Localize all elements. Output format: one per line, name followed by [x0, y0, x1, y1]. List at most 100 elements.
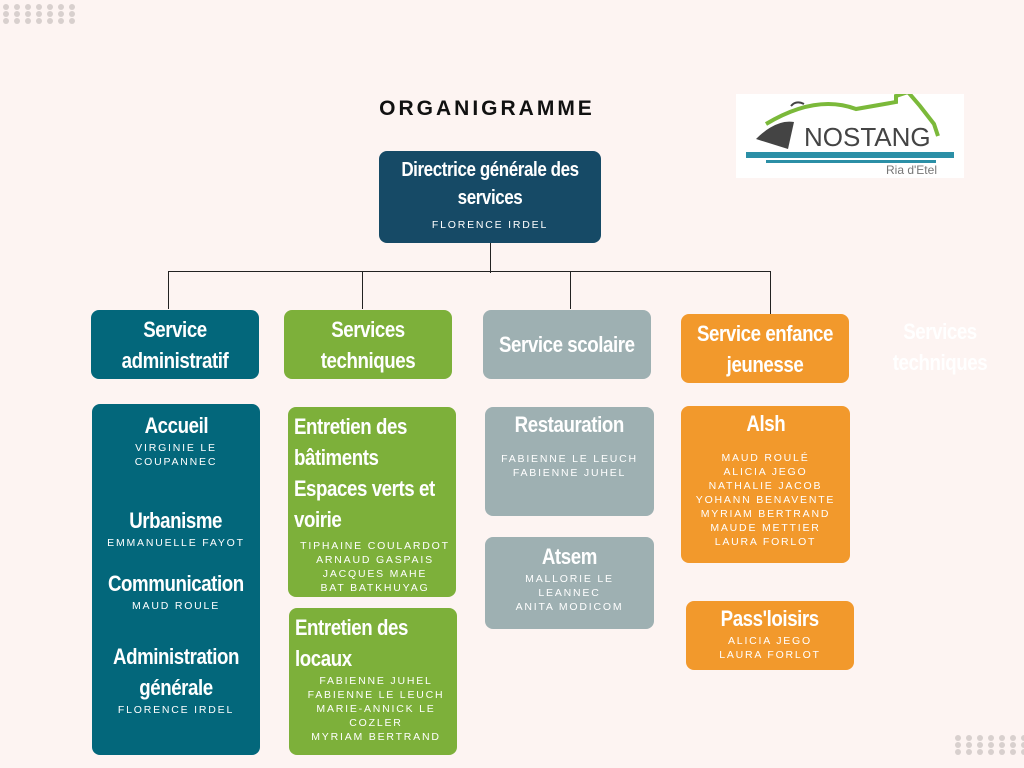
- decor-dot: [966, 749, 972, 755]
- person-name: YOHANN BENAVENTE: [695, 494, 836, 506]
- decor-dot: [955, 749, 961, 755]
- decor-dot: [47, 11, 53, 17]
- decor-dot: [1021, 742, 1024, 748]
- decor-dot: [1010, 735, 1016, 741]
- person-name: JACQUES MAHE: [322, 568, 428, 580]
- decor-dot: [966, 742, 972, 748]
- decor-dot: [25, 11, 31, 17]
- service-enfance-jeunesse: Service enfance jeunesse: [681, 314, 849, 383]
- person-name: VIRGINIE LE COUPANNEC: [134, 442, 218, 468]
- person-name: BAT BATKHUYAG: [320, 582, 430, 594]
- decor-dot: [3, 18, 9, 24]
- person-name: FABIENNE LE LEUCH: [307, 689, 445, 701]
- decor-dot: [47, 4, 53, 10]
- person-name: FABIENNE LE LEUCH: [501, 453, 638, 465]
- person-name: ARNAUD GASPAIS: [316, 554, 434, 566]
- connector: [770, 271, 771, 315]
- decor-dot: [69, 11, 75, 17]
- service-techniques-ghost: Services techniques: [870, 312, 1010, 381]
- connector: [490, 243, 491, 273]
- unit-title: Atsem: [541, 544, 598, 569]
- decor-dot: [36, 4, 42, 10]
- decor-dots-bottom: [955, 735, 1024, 755]
- unit-title: Pass'loisirs: [720, 606, 820, 631]
- decor-dot: [1021, 749, 1024, 755]
- person-name: MYRIAM BERTRAND: [700, 508, 831, 520]
- page-title: ORGANIGRAMME: [379, 97, 595, 120]
- service-administratif: Service administratif: [91, 310, 259, 379]
- decor-dot: [1021, 735, 1024, 741]
- decor-dot: [47, 18, 53, 24]
- person-name: NATHALIE JACOB: [708, 480, 823, 492]
- decor-dot: [988, 749, 994, 755]
- svg-text:Ria d'Etel: Ria d'Etel: [886, 163, 937, 177]
- person-name: LAURA FORLOT: [714, 536, 817, 548]
- decor-dot: [25, 4, 31, 10]
- person-name: ANITA MODICOM: [515, 601, 624, 613]
- unit-title: Accueil: [144, 413, 208, 438]
- connector: [168, 271, 771, 272]
- decor-dot: [977, 742, 983, 748]
- person-name: MARIE-ANNICK LE COZLER: [316, 703, 436, 729]
- decor-dot: [988, 735, 994, 741]
- director-name: FLORENCE IRDEL: [431, 219, 549, 231]
- decor-dot: [1010, 749, 1016, 755]
- connector: [570, 271, 571, 309]
- person-name: ALICIA JEGO: [723, 466, 808, 478]
- service-scolaire: Service scolaire: [483, 310, 651, 379]
- person-name: MAUDE METTIER: [710, 522, 821, 534]
- service-label: Service administratif: [121, 316, 229, 373]
- person-name: MALLORIE LE LEANNEC: [525, 573, 614, 599]
- decor-dot: [977, 749, 983, 755]
- person-name: TIPHAINE COULARDOT: [300, 540, 450, 552]
- decor-dot: [988, 742, 994, 748]
- unit-title: Administration générale: [112, 644, 239, 700]
- unit-title: Entretien des bâtiments Espaces verts et…: [294, 414, 435, 532]
- service-label: Services techniques: [892, 318, 988, 375]
- decor-dot: [14, 18, 20, 24]
- decor-dot: [999, 749, 1005, 755]
- decor-dot: [3, 4, 9, 10]
- connector: [362, 271, 363, 309]
- enfance-unit-alsh: Alsh MAUD ROULÉ ALICIA JEGO NATHALIE JAC…: [681, 406, 850, 563]
- service-label: Service scolaire: [499, 332, 635, 357]
- person-name: LAURA FORLOT: [719, 649, 821, 661]
- admin-column: Accueil VIRGINIE LE COUPANNEC Urbanisme …: [92, 404, 260, 755]
- decor-dot: [14, 11, 20, 17]
- service-label: Services techniques: [320, 316, 416, 373]
- person-name: ALICIA JEGO: [728, 635, 812, 647]
- decor-dot: [3, 11, 9, 17]
- decor-dot: [966, 735, 972, 741]
- decor-dot: [36, 18, 42, 24]
- decor-dot: [955, 742, 961, 748]
- decor-dot: [58, 4, 64, 10]
- svg-text:NOSTANG: NOSTANG: [804, 122, 931, 152]
- decor-dot: [1010, 742, 1016, 748]
- decor-dot: [14, 4, 20, 10]
- decor-dot: [999, 735, 1005, 741]
- person-name: MYRIAM BERTRAND: [311, 731, 441, 743]
- decor-dot: [955, 735, 961, 741]
- decor-dot: [58, 11, 64, 17]
- decor-dot: [999, 742, 1005, 748]
- director-title: Directrice générale des services: [401, 159, 579, 209]
- unit-title: Urbanisme: [129, 508, 223, 533]
- person-name: FLORENCE IRDEL: [117, 704, 235, 716]
- person-name: FABIENNE JUHEL: [319, 675, 433, 687]
- scolaire-unit-atsem: Atsem MALLORIE LE LEANNEC ANITA MODICOM: [485, 537, 654, 629]
- decor-dot: [25, 18, 31, 24]
- decor-dot: [69, 4, 75, 10]
- tech-unit-locaux: Entretien des locaux FABIENNE JUHEL FABI…: [289, 608, 457, 755]
- decor-dot: [58, 18, 64, 24]
- tech-unit-batiments: Entretien des bâtiments Espaces verts et…: [288, 407, 456, 597]
- service-techniques: Services techniques: [284, 310, 452, 379]
- nostang-logo: NOSTANG Ria d'Etel: [736, 89, 964, 178]
- scolaire-unit-restauration: Restauration FABIENNE LE LEUCH FABIENNE …: [485, 407, 654, 516]
- decor-dots-top: [3, 4, 79, 24]
- person-name: EMMANUELLE FAYOT: [107, 537, 245, 549]
- unit-title: Communication: [108, 571, 244, 596]
- decor-dot: [69, 18, 75, 24]
- service-label: Service enfance jeunesse: [696, 320, 834, 377]
- connector: [168, 271, 169, 309]
- unit-title: Alsh: [746, 411, 785, 436]
